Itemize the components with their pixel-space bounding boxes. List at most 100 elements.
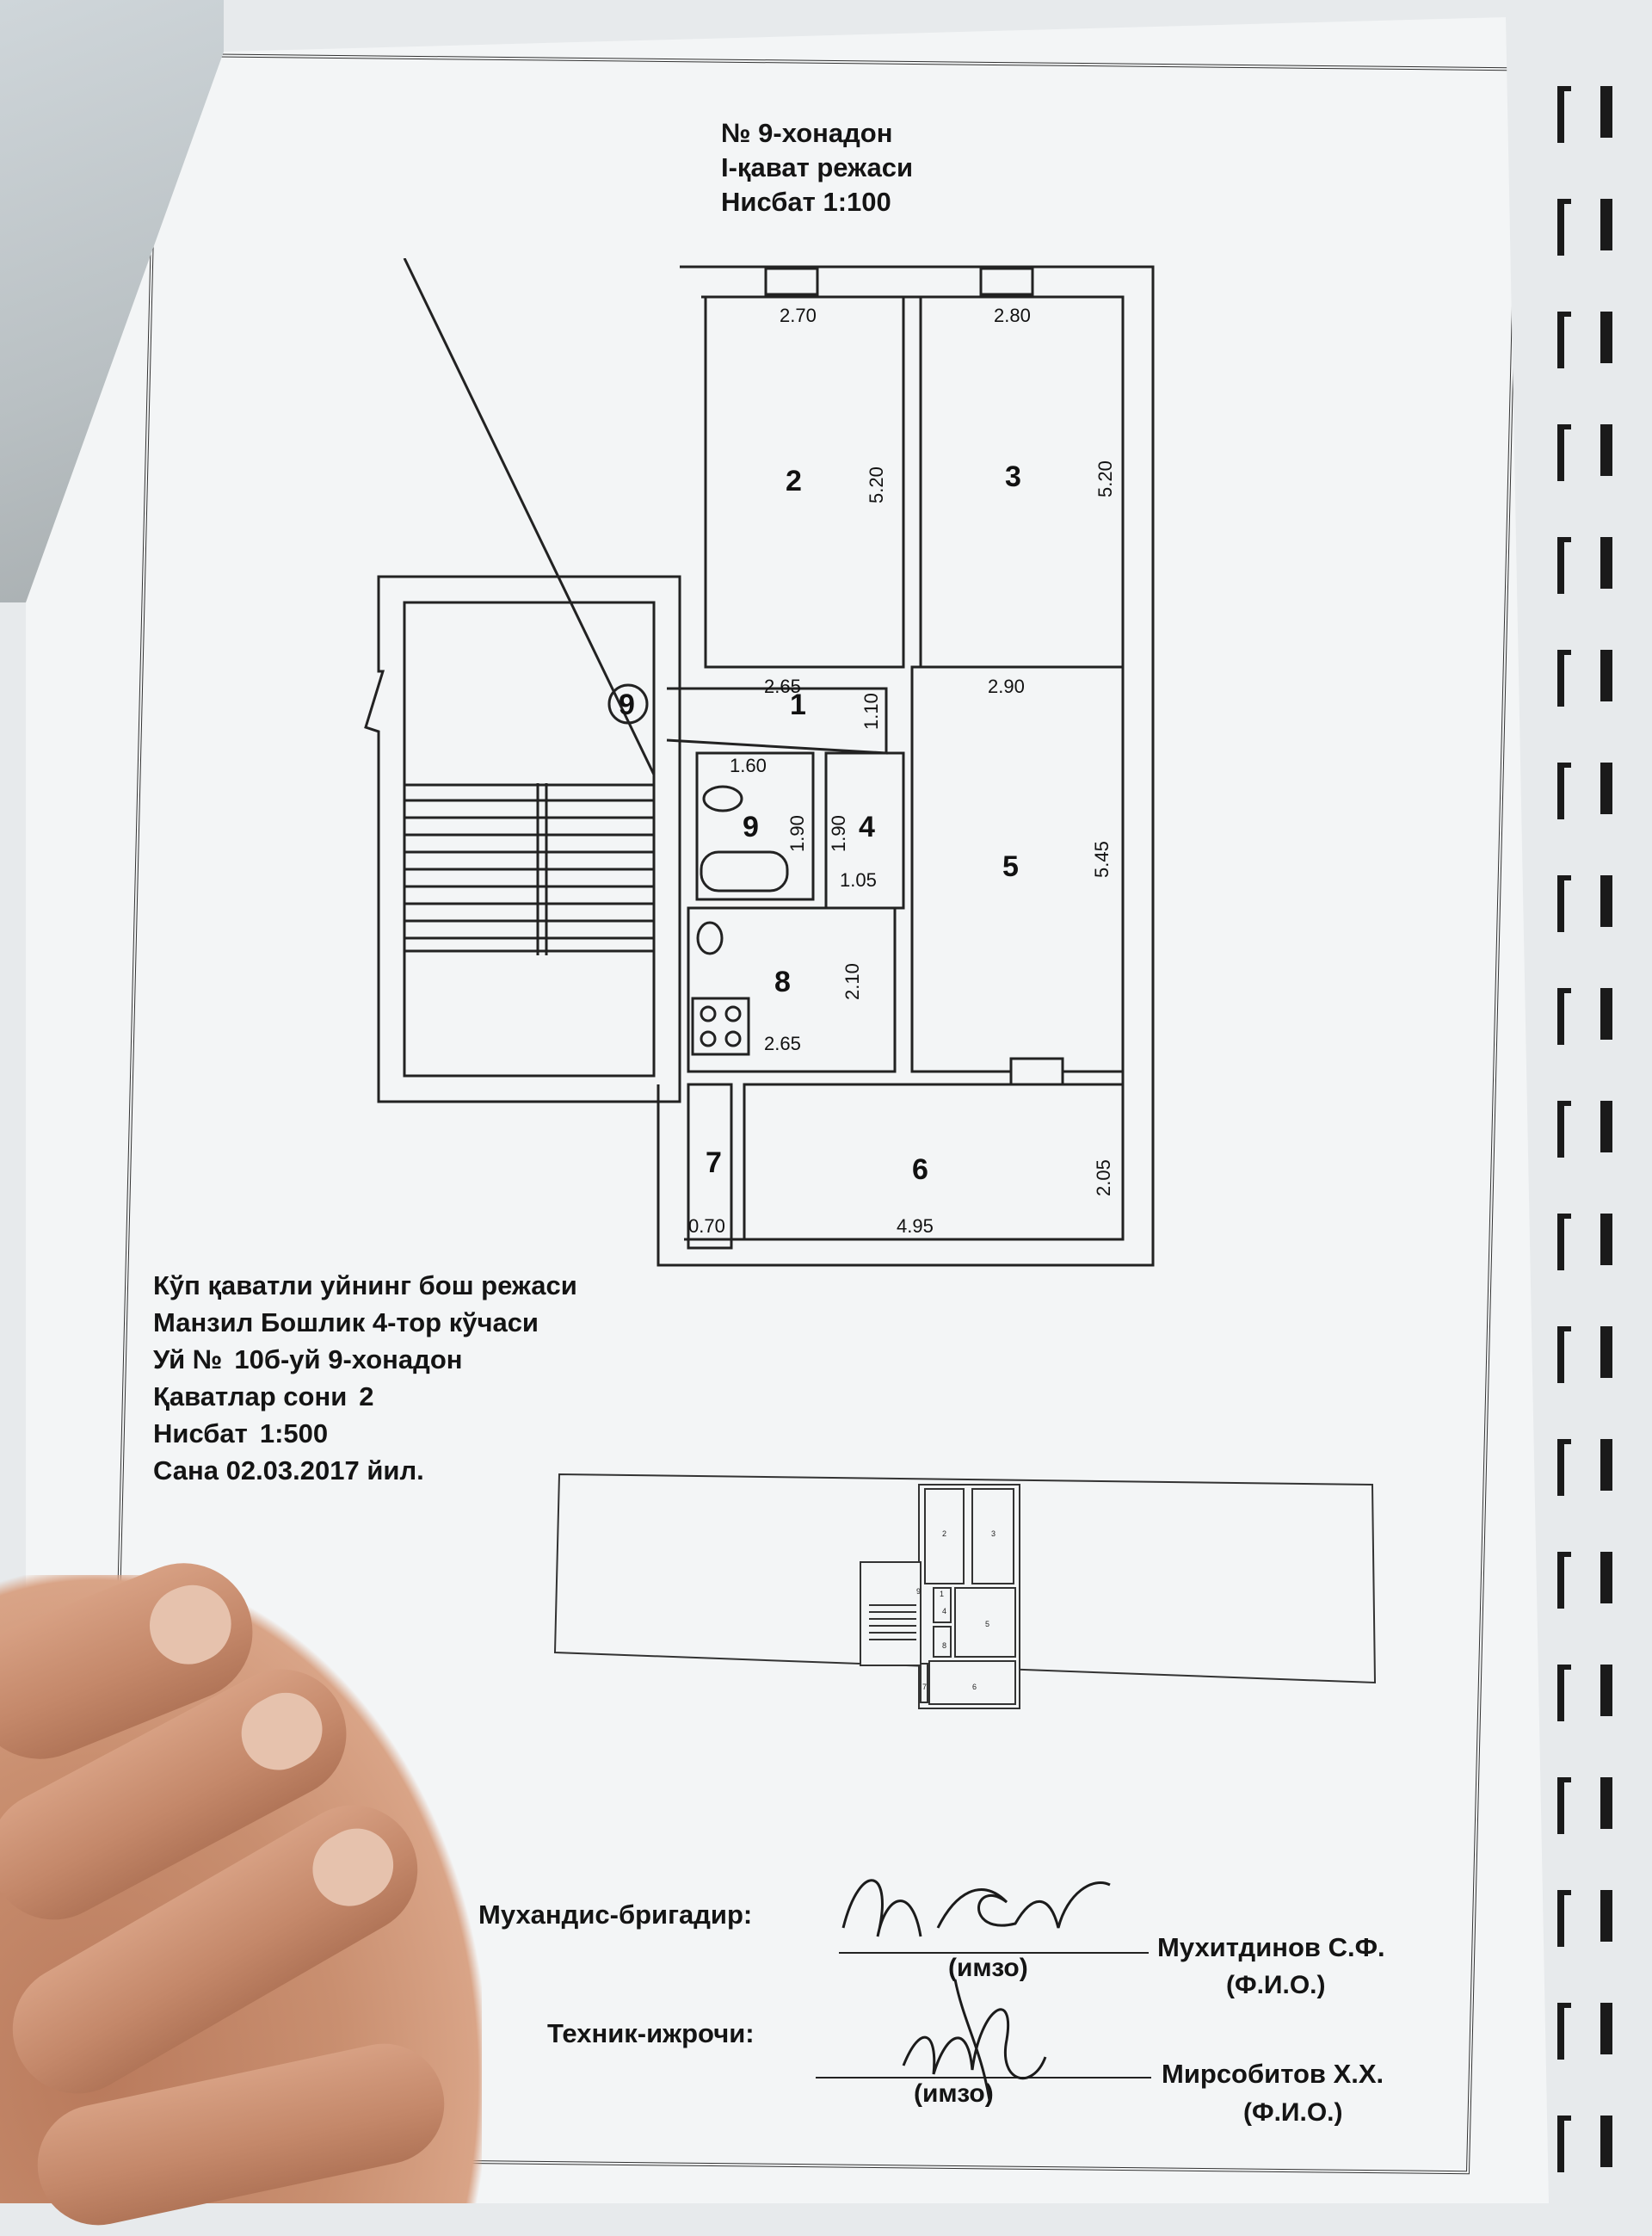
binding-hole [1600, 199, 1612, 250]
binding-hole [1557, 875, 1571, 932]
dim-r6-width: 4.95 [897, 1215, 934, 1237]
fingernail [138, 1573, 243, 1677]
technician-name: Мирсобитов Х.Х. [1162, 2059, 1384, 2089]
site-room-labels: 2 3 9 1 5 6 8 7 4 [916, 1529, 996, 1691]
binding-hole [1557, 312, 1571, 368]
binding-hole [1557, 1890, 1571, 1947]
room-2-number: 2 [786, 465, 802, 497]
site-room-1: 1 [940, 1590, 944, 1598]
binding-hole [1600, 1439, 1612, 1491]
dim-r2-width: 2.70 [780, 305, 817, 326]
site-room-6: 6 [972, 1683, 977, 1691]
technician-sign-line [816, 2077, 1151, 2078]
dim-r9-width: 1.60 [730, 755, 767, 776]
binding-hole [1557, 2116, 1571, 2172]
binding-hole [1600, 1552, 1612, 1603]
dim-r4-length: 1.90 [828, 815, 849, 852]
binding-hole [1557, 1326, 1571, 1383]
building-info: Кўп қаватли уйнинг бош режаси Манзил Бош… [153, 1267, 577, 1489]
binding-hole [1600, 763, 1612, 814]
floor-plan: 1 2 3 4 5 6 7 8 9 9 2.70 5.20 2.80 5.20 … [361, 257, 1170, 1274]
binding-hole [1600, 1665, 1612, 1716]
room-1-number: 1 [790, 689, 806, 721]
stair-treads [403, 257, 656, 775]
binding-hole [1600, 312, 1612, 363]
dim-r6-depth: 2.05 [1093, 1159, 1114, 1196]
binding-hole [1600, 1214, 1612, 1265]
binding-hole [1600, 2116, 1612, 2167]
room-7-number: 7 [706, 1146, 722, 1179]
binding-hole [1557, 650, 1571, 707]
site-room-5: 5 [985, 1620, 989, 1628]
dim-r1-depth: 1.10 [860, 693, 882, 730]
info-house: Уй № 10б-уй 9-хонадон [153, 1341, 577, 1378]
house-label: Уй № [153, 1344, 223, 1374]
dim-r5-width: 2.90 [988, 676, 1025, 697]
binding-hole [1600, 1890, 1612, 1942]
site-outline [553, 1473, 1377, 1709]
room-9-number: 9 [743, 811, 759, 843]
dim-r8-length: 2.10 [841, 963, 863, 1000]
dim-r7-width: 0.70 [688, 1215, 725, 1237]
site-room-2: 2 [942, 1529, 946, 1538]
binding-hole [1600, 424, 1612, 476]
apartment-title: № 9-хонадон [721, 118, 893, 148]
technician-signature [902, 1979, 1047, 2101]
technician-sign-caption: (имзо) [914, 2079, 994, 2108]
binding-hole [1600, 988, 1612, 1040]
dim-r1-width: 2.65 [764, 676, 801, 697]
binding-hole [1600, 1326, 1612, 1378]
document-header: № 9-хонадон I-қават режаси Нисбат 1:100 [721, 116, 913, 219]
binding-hole [1557, 1214, 1571, 1270]
site-room-7: 7 [922, 1683, 927, 1691]
room-3-number: 3 [1005, 460, 1021, 493]
floors-label: Қаватлар сони [153, 1381, 348, 1411]
fingernail [299, 1815, 407, 1920]
site-plan-drawing: 2 3 9 1 5 6 8 7 4 [553, 1473, 1377, 1709]
info-address: Манзил Бошлик 4-тор кўчаси [153, 1307, 539, 1337]
binding-hole [1557, 1665, 1571, 1721]
binding-hole [1557, 988, 1571, 1045]
hand-photo [0, 1542, 482, 2236]
dimensions: 2.70 5.20 2.80 5.20 2.65 1.10 2.90 5.45 … [688, 305, 1116, 1237]
room-4-number: 4 [859, 811, 875, 843]
technician-fio: (Ф.И.О.) [1243, 2098, 1343, 2127]
binding-hole [1557, 199, 1571, 256]
binding-hole [1600, 86, 1612, 138]
engineer-signature [841, 1879, 1111, 1937]
room-6-number: 6 [912, 1153, 928, 1186]
technician-role: Техник-ижрочи: [547, 2018, 755, 2048]
site-stairs [869, 1604, 916, 1640]
binding-hole [1557, 1552, 1571, 1609]
room-5-number: 5 [1002, 850, 1019, 883]
fingernail [228, 1679, 336, 1783]
engineer-name: Мухитдинов С.Ф. [1157, 1932, 1385, 1962]
binding-hole [1557, 1777, 1571, 1834]
info-date: Сана 02.03.2017 йил. [153, 1455, 424, 1486]
apartment-marker: 9 [619, 689, 635, 721]
house-value: 10б-уй 9-хонадон [234, 1344, 463, 1374]
engineer-sign-line [839, 1952, 1149, 1954]
site-room-3: 3 [991, 1529, 996, 1538]
floor-plan-drawing: 1 2 3 4 5 6 7 8 9 9 2.70 5.20 2.80 5.20 … [364, 257, 1155, 1267]
plan-scale: Нисбат 1:100 [721, 187, 891, 217]
binding-hole [1557, 86, 1571, 143]
dim-r4-width: 1.05 [840, 869, 877, 891]
room-numbers: 1 2 3 4 5 6 7 8 9 9 [619, 460, 1021, 1186]
binding-hole [1557, 763, 1571, 819]
engineer-fio: (Ф.И.О.) [1226, 1971, 1326, 1999]
binding-holes [1540, 69, 1652, 2186]
dim-r3-width: 2.80 [994, 305, 1031, 326]
scale-label: Нисбат [153, 1418, 248, 1448]
binding-hole [1600, 875, 1612, 927]
info-title: Кўп қаватли уйнинг бош режаси [153, 1270, 577, 1300]
binding-hole [1600, 1777, 1612, 1829]
binding-hole [1557, 2003, 1571, 2060]
info-floors: Қаватлар сони 2 [153, 1378, 577, 1415]
binding-hole [1600, 650, 1612, 701]
dim-r3-length: 5.20 [1094, 460, 1116, 497]
floor-plan-title: I-қават режаси [721, 152, 914, 182]
floors-value: 2 [359, 1381, 374, 1411]
room-8-number: 8 [774, 966, 791, 998]
